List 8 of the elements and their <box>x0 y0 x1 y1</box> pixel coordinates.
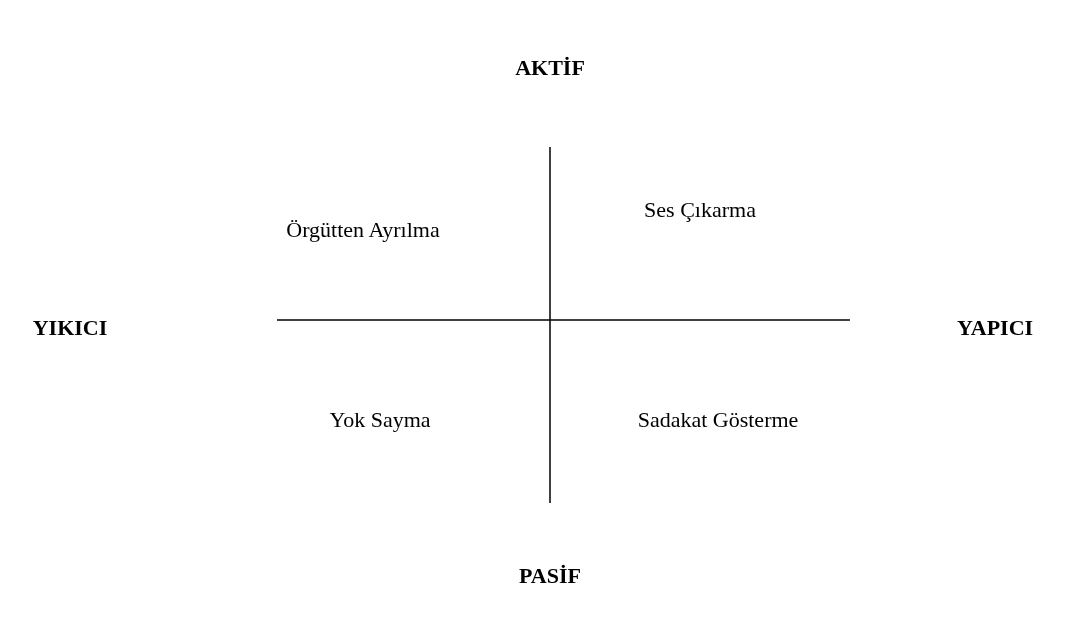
axis-label: PASİF <box>519 563 581 589</box>
axis-label: YAPICI <box>956 315 1034 341</box>
quadrant-label: Sadakat Gösterme <box>637 407 799 433</box>
quadrant-label: Örgütten Ayrılma <box>286 217 440 243</box>
quadrant-label: Ses Çıkarma <box>644 197 756 223</box>
quadrant-label: Yok Sayma <box>329 407 431 433</box>
axis-label: AKTİF <box>515 55 585 81</box>
axis-label: YIKICI <box>32 315 108 341</box>
